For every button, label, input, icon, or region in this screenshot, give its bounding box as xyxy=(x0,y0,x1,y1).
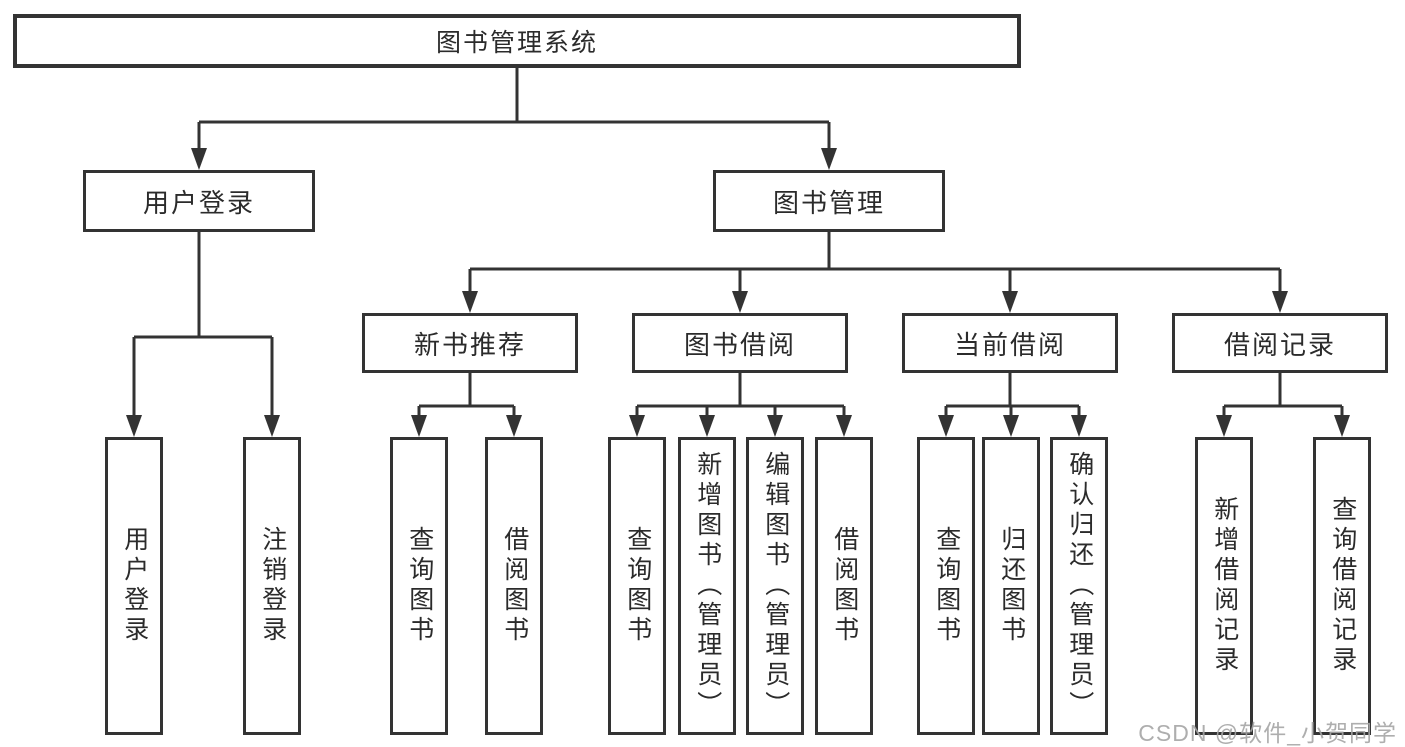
leaf-borrow-books: 借阅图书 xyxy=(815,437,873,735)
arrow-down-icon xyxy=(191,148,207,170)
arrow-down-icon xyxy=(1003,415,1019,437)
arrow-down-icon xyxy=(126,415,142,437)
connector-paths xyxy=(132,68,1344,419)
leaf-query-borrow-record: 查询借阅记录 xyxy=(1313,437,1371,735)
connector-currentborrow-to-leaves xyxy=(944,373,1081,419)
leaf-query-books-current: 查询图书 xyxy=(917,437,975,735)
arrow-down-icon xyxy=(462,291,478,313)
node-user-login: 用户登录 xyxy=(83,170,315,232)
arrow-down-icon xyxy=(836,415,852,437)
node-book-borrow: 图书借阅 xyxy=(632,313,848,373)
leaf-add-books-admin: 新增图书（管理员） xyxy=(678,437,736,735)
node-borrow-records: 借阅记录 xyxy=(1172,313,1388,373)
leaf-return-books: 归还图书 xyxy=(982,437,1040,735)
node-new-book-recommend: 新书推荐 xyxy=(362,313,578,373)
leaf-add-borrow-record: 新增借阅记录 xyxy=(1195,437,1253,735)
connector-userlogin-to-leaves xyxy=(132,232,274,419)
leaf-confirm-return-admin: 确认归还（管理员） xyxy=(1050,437,1108,735)
node-library-system: 图书管理系统 xyxy=(13,14,1021,68)
arrow-down-icon xyxy=(1216,415,1232,437)
arrow-down-icon xyxy=(1272,291,1288,313)
arrow-down-icon xyxy=(629,415,645,437)
arrow-down-icon xyxy=(411,415,427,437)
leaf-edit-books-admin: 编辑图书（管理员） xyxy=(746,437,804,735)
connector-bookborrow-to-leaves xyxy=(635,373,846,419)
leaf-borrow-books-recommend: 借阅图书 xyxy=(485,437,543,735)
leaf-logout: 注销登录 xyxy=(243,437,301,735)
arrow-down-icon xyxy=(1334,415,1350,437)
node-book-management: 图书管理 xyxy=(713,170,945,232)
arrow-down-icon xyxy=(938,415,954,437)
connector-bookmgmt-to-level3 xyxy=(468,232,1282,295)
arrow-down-icon xyxy=(264,415,280,437)
arrow-down-icon xyxy=(732,291,748,313)
connector-borrowrecords-to-leaves xyxy=(1222,373,1344,419)
leaf-user-login: 用户登录 xyxy=(105,437,163,735)
arrow-down-icon xyxy=(1002,291,1018,313)
arrow-down-icon xyxy=(1071,415,1087,437)
leaf-query-books-borrow: 查询图书 xyxy=(608,437,666,735)
connector-newbook-to-leaves xyxy=(417,373,516,419)
arrow-down-icon xyxy=(821,148,837,170)
arrow-down-icon xyxy=(767,415,783,437)
connector-root-to-level2 xyxy=(197,68,831,152)
arrowheads xyxy=(126,148,1350,437)
node-current-borrow: 当前借阅 xyxy=(902,313,1118,373)
arrow-down-icon xyxy=(699,415,715,437)
arrow-down-icon xyxy=(506,415,522,437)
leaf-query-books-recommend: 查询图书 xyxy=(390,437,448,735)
watermark: CSDN @软件_小贺同学 xyxy=(1138,720,1397,746)
